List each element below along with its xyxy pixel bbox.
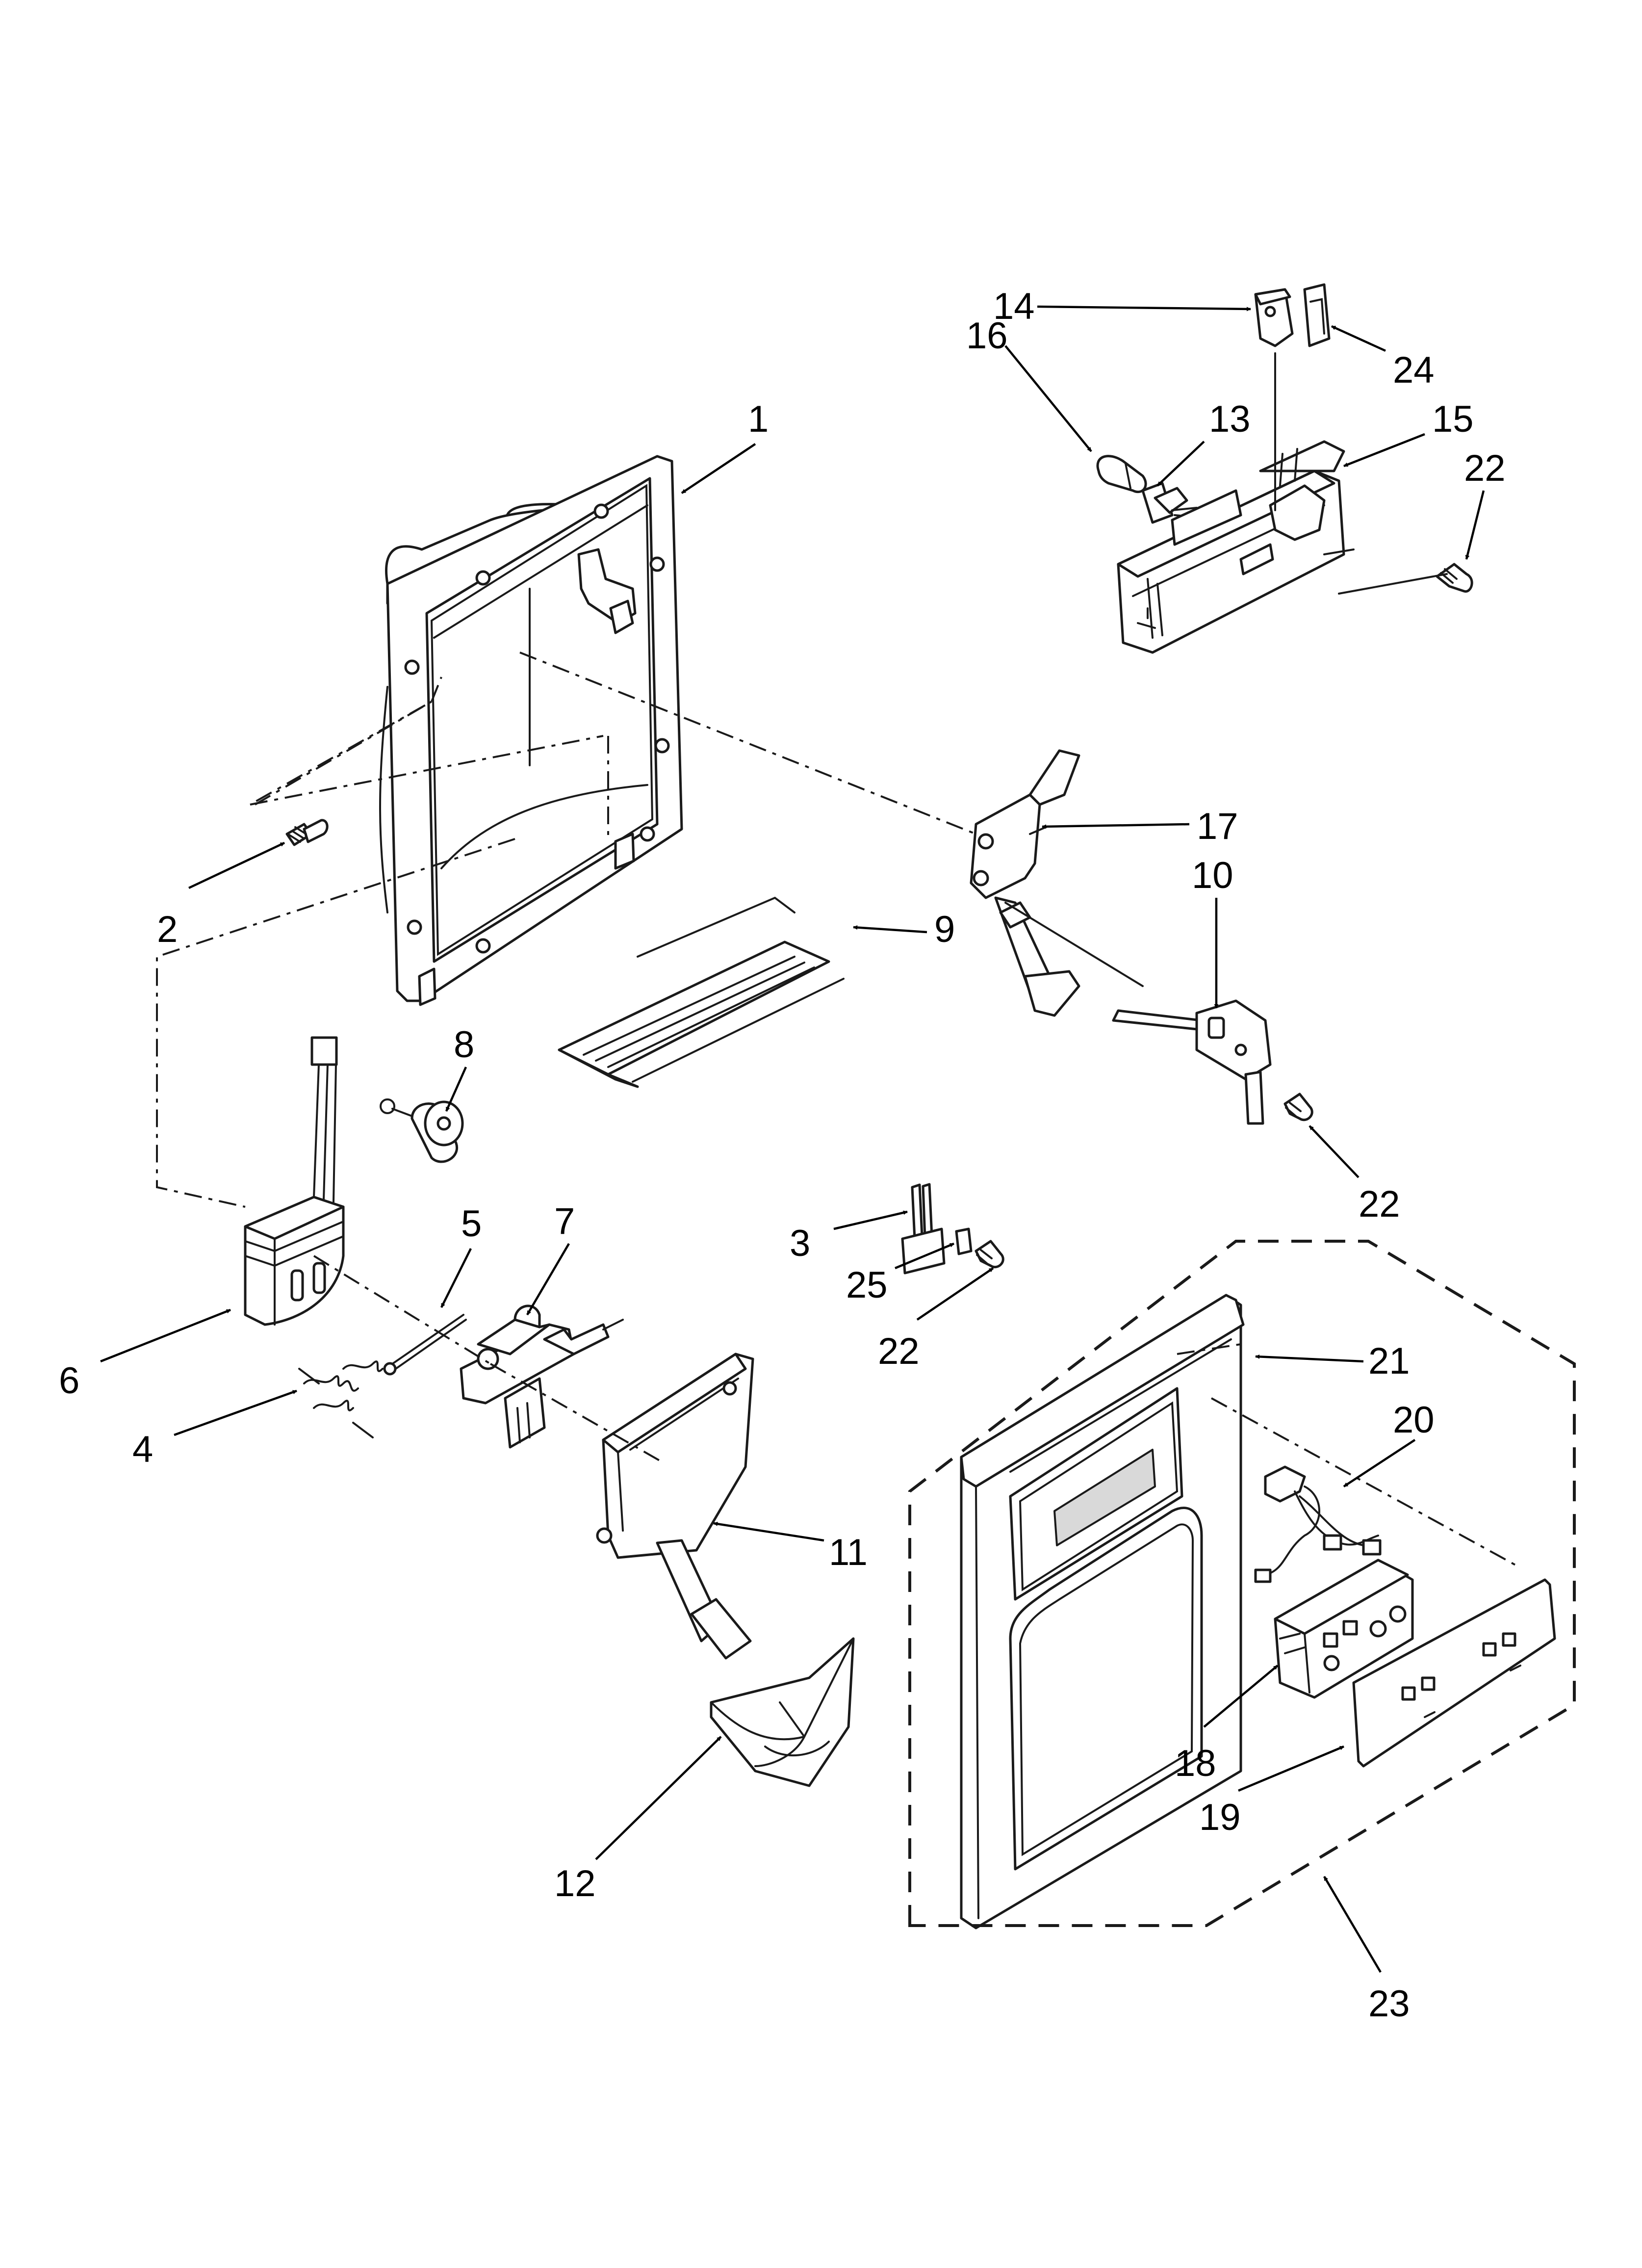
part-21-front-panel <box>960 1294 1245 1929</box>
callout-22-b: 22 <box>1359 1183 1400 1225</box>
callout-3: 3 <box>790 1223 810 1264</box>
callout-5: 5 <box>461 1203 482 1245</box>
part-9-drip-tray <box>558 896 845 1088</box>
part-6-solenoid <box>244 1036 345 1326</box>
callout-23: 23 <box>1368 1983 1410 2025</box>
callout-15: 15 <box>1432 398 1474 440</box>
part-17-dispenser-lever <box>970 749 1080 1017</box>
part-23-assembly-boundary <box>908 1240 1576 1927</box>
callout-13: 13 <box>1209 398 1251 440</box>
leader-lines <box>100 305 1485 1973</box>
part-22-screw-c <box>975 1240 1004 1269</box>
callout-labels: 1 2 3 4 5 6 7 8 9 10 11 12 13 14 15 16 1… <box>59 286 1506 2025</box>
part-10-lever <box>1112 999 1272 1125</box>
callout-20: 20 <box>1393 1399 1435 1441</box>
callout-14: 14 <box>993 286 1035 327</box>
callout-25: 25 <box>846 1264 888 1306</box>
callout-12: 12 <box>554 1863 596 1904</box>
callout-10: 10 <box>1192 855 1233 896</box>
part-2-screw <box>285 819 329 846</box>
callout-4: 4 <box>132 1429 153 1470</box>
callout-17: 17 <box>1197 806 1238 847</box>
part-11-chute-door <box>596 1353 754 1660</box>
part-16-bulb <box>1096 455 1147 494</box>
callout-2: 2 <box>157 909 178 950</box>
part-24-gasket <box>1303 283 1331 347</box>
callout-1: 1 <box>748 398 769 440</box>
assembly-lines <box>156 352 1516 1566</box>
part-13-socket <box>1141 482 1203 524</box>
callout-21: 21 <box>1368 1340 1410 1382</box>
part-8-damper <box>380 1098 464 1163</box>
part-19-control-label <box>1352 1578 1556 1768</box>
callout-6: 6 <box>59 1360 79 1402</box>
part-3-spring-clip <box>901 1183 946 1275</box>
callout-11: 11 <box>829 1532 868 1573</box>
part-5-pin <box>383 1314 467 1376</box>
callout-22-c: 22 <box>878 1330 920 1372</box>
callout-9: 9 <box>934 909 955 950</box>
callout-22-a: 22 <box>1464 447 1506 489</box>
part-12-ice-funnel <box>710 1637 855 1787</box>
callout-16: 16 <box>966 315 1008 357</box>
part-1-housing <box>379 455 683 1006</box>
callout-18: 18 <box>1175 1743 1216 1784</box>
part-7-actuator <box>460 1304 624 1449</box>
part-18-switch-module <box>1274 1559 1414 1699</box>
part-15-bracket <box>1117 440 1355 654</box>
callout-19: 19 <box>1199 1797 1241 1838</box>
part-22-screw-b <box>1283 1093 1313 1121</box>
callout-8: 8 <box>454 1024 474 1066</box>
callout-24: 24 <box>1393 349 1435 391</box>
part-25-retainer <box>955 1227 973 1255</box>
callout-7: 7 <box>554 1200 575 1242</box>
part-22-screw-a <box>1436 563 1473 593</box>
part-4-springs <box>298 1360 384 1438</box>
part-20-wire-harness <box>1254 1465 1382 1583</box>
part-14-switch <box>1254 288 1294 347</box>
